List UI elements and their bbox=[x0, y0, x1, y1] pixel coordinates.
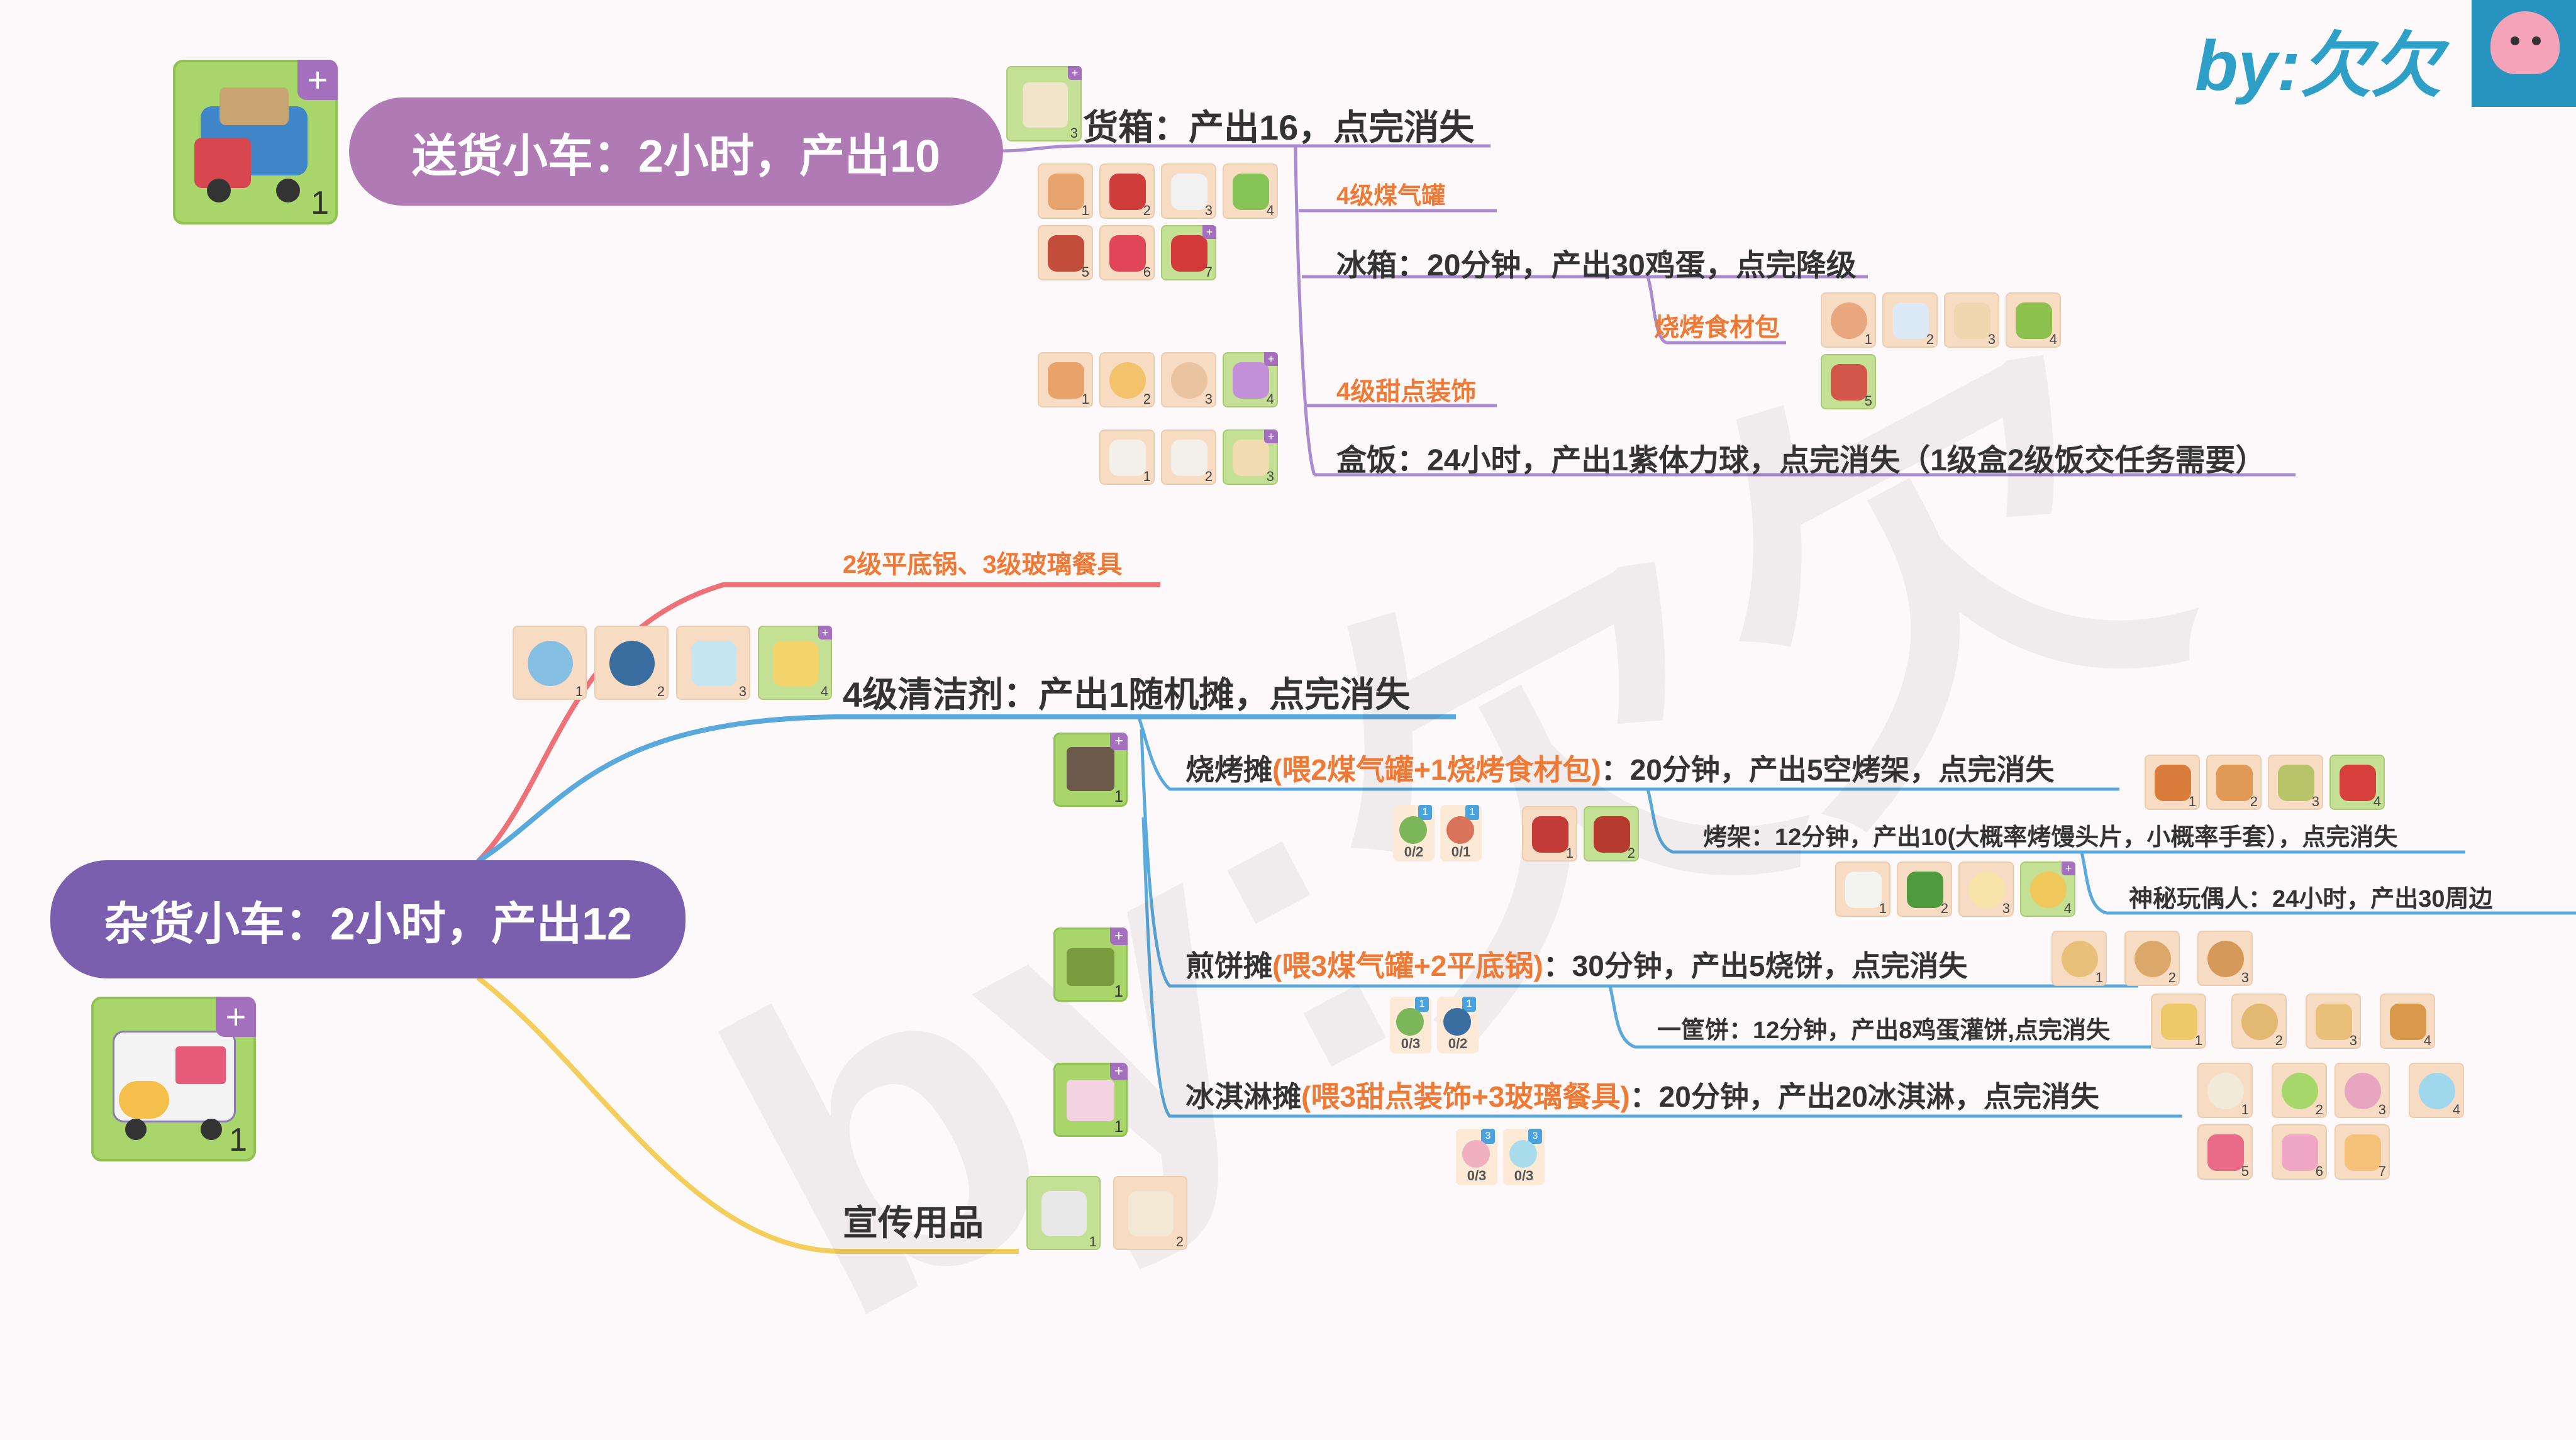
bbq-output-tile: 2 bbox=[2206, 755, 2262, 810]
bbq-pack-tile: 4 bbox=[2006, 292, 2061, 348]
doll-tile: 2 bbox=[1897, 861, 1952, 917]
doll-tile: 3 bbox=[1958, 861, 2014, 917]
basket-tile: 4 bbox=[2380, 994, 2435, 1049]
bbq-pack-tile: 2 bbox=[1882, 292, 1938, 348]
pan-glass-label: 2级平底锅、3级玻璃餐具 bbox=[843, 551, 1123, 579]
icecream-output-tile: 7 bbox=[2334, 1124, 2390, 1180]
pancake-stall-icon: +1 bbox=[1053, 928, 1128, 1002]
basket-tile: 1 bbox=[2151, 994, 2206, 1049]
promo-label: 宣传用品 bbox=[843, 1203, 984, 1243]
gas-tile: 5 bbox=[1038, 225, 1093, 280]
cargo-box-icon: + 3 bbox=[1006, 66, 1082, 141]
gas-tile: 3 bbox=[1161, 163, 1216, 219]
grill-tile: 1 bbox=[1522, 806, 1577, 861]
bbq-output-tile: 4 bbox=[2329, 755, 2385, 810]
bento-tile: 1 bbox=[1099, 429, 1155, 485]
dessert-tile: +4 bbox=[1223, 352, 1278, 407]
megaphone-tile: 1 bbox=[1026, 1176, 1101, 1250]
doll-label: 神秘玩偶人：24小时，产出30周边 bbox=[2129, 886, 2493, 912]
gas-tile: 2 bbox=[1099, 163, 1155, 219]
bbq-stall-feed: (喂2煤气罐+1烧烤食材包) bbox=[1272, 753, 1601, 786]
bento-tile: 2 bbox=[1161, 429, 1216, 485]
poster-tile: 2 bbox=[1113, 1176, 1187, 1250]
cleaner-tile: 1 bbox=[513, 626, 587, 700]
icecream-output-tile: 2 bbox=[2272, 1063, 2327, 1118]
gas-tile: 1 bbox=[1038, 163, 1093, 219]
bento-tile: +3 bbox=[1223, 429, 1278, 485]
pancake-output-tile: 2 bbox=[2124, 931, 2180, 986]
food-truck-icon: + 1 bbox=[91, 997, 256, 1161]
doll-tile: +4 bbox=[2020, 861, 2075, 917]
bento-label: 盒饭：24小时，产出1紫体力球，点完消失（1级盒2级饭交任务需要） bbox=[1336, 444, 2266, 477]
pink-octopus-icon bbox=[2472, 0, 2576, 107]
delivery-truck-icon: + 1 bbox=[173, 60, 338, 224]
cleaner-tile: 3 bbox=[676, 626, 750, 700]
bbq-pack-tile: 5 bbox=[1821, 354, 1876, 409]
grocery-cart-pill: 杂货小车：2小时，产出12 bbox=[50, 860, 686, 978]
icecream-output-tile: 5 bbox=[2197, 1124, 2253, 1180]
basket-tile: 3 bbox=[2306, 994, 2361, 1049]
basket-label: 一筐饼：12分钟，产出8鸡蛋灌饼,点完消失 bbox=[1657, 1017, 2110, 1044]
connector-lines bbox=[476, 144, 2576, 1254]
icecream-output-tile: 6 bbox=[2272, 1124, 2327, 1180]
bbq-stall-name: 烧烤摊 bbox=[1185, 753, 1272, 786]
gas-tile: 4 bbox=[1223, 163, 1278, 219]
pancake-stall-feed: (喂3煤气罐+2平底锅) bbox=[1272, 950, 1543, 982]
icecream-output-tile: 1 bbox=[2197, 1063, 2253, 1118]
dessert-tile: 2 bbox=[1099, 352, 1155, 407]
bbq-stall-rest: ：20分钟，产出5空烤架，点完消失 bbox=[1601, 753, 2055, 786]
fridge-label: 冰箱：20分钟，产出30鸡蛋，点完降级 bbox=[1336, 249, 1857, 282]
cargo-box-label: 货箱：产出16，点完消失 bbox=[1083, 108, 1475, 147]
icecream-stall-rest: ：20分钟，产出20冰淇淋，点完消失 bbox=[1629, 1080, 2100, 1113]
grill-tile: 2 bbox=[1584, 806, 1639, 861]
doll-tile: 1 bbox=[1835, 861, 1890, 917]
pancake-stall-name: 煎饼摊 bbox=[1185, 950, 1272, 982]
cleaner-tile: +4 bbox=[758, 626, 832, 700]
bbq-pack-tile: 1 bbox=[1821, 292, 1876, 348]
icecream-output-tile: 3 bbox=[2334, 1063, 2390, 1118]
bbq-stall-icon: +1 bbox=[1053, 733, 1128, 807]
author-logo: by:欠欠 bbox=[2195, 26, 2441, 105]
bbq-pack-label: 烧烤食材包 bbox=[1654, 314, 1780, 341]
icecream-stall-feed: (喂3甜点装饰+3玻璃餐具) bbox=[1301, 1080, 1630, 1113]
dessert-label: 4级甜点装饰 bbox=[1336, 378, 1477, 406]
icecream-stall-icon: +1 bbox=[1053, 1063, 1128, 1137]
grill-label: 烤架：12分钟，产出10(大概率烤馒头片，小概率手套），点完消失 bbox=[1703, 824, 2398, 851]
icecream-stall-label: 冰淇淋摊(喂3甜点装饰+3玻璃餐具)：20分钟，产出20冰淇淋，点完消失 bbox=[1185, 1074, 2099, 1116]
gas-tile: +7 bbox=[1161, 225, 1216, 280]
bbq-stall-label: 烧烤摊(喂2煤气罐+1烧烤食材包)：20分钟，产出5空烤架，点完消失 bbox=[1185, 747, 2054, 789]
gas-tile: 6 bbox=[1099, 225, 1155, 280]
dessert-tile: 1 bbox=[1038, 352, 1093, 407]
pancake-stall-rest: ：30分钟，产出5烧饼，点完消失 bbox=[1543, 950, 1968, 982]
icecream-output-tile: 4 bbox=[2409, 1063, 2464, 1118]
gas-label: 4级煤气罐 bbox=[1336, 183, 1446, 209]
bbq-output-tile: 3 bbox=[2268, 755, 2323, 810]
dessert-tile: 3 bbox=[1161, 352, 1216, 407]
icecream-stall-name: 冰淇淋摊 bbox=[1185, 1080, 1301, 1113]
bbq-pack-tile: 3 bbox=[1944, 292, 1999, 348]
cleaner-tile: 2 bbox=[594, 626, 669, 700]
basket-tile: 2 bbox=[2231, 994, 2287, 1049]
pancake-stall-label: 煎饼摊(喂3煤气罐+2平底锅)：30分钟，产出5烧饼，点完消失 bbox=[1185, 943, 1967, 985]
pancake-output-tile: 3 bbox=[2197, 931, 2253, 986]
pancake-output-tile: 1 bbox=[2051, 931, 2107, 986]
delivery-cart-pill: 送货小车：2小时，产出10 bbox=[349, 97, 1003, 206]
cleaner-label: 4级清洁剂：产出1随机摊，点完消失 bbox=[843, 675, 1411, 714]
bbq-output-tile: 1 bbox=[2145, 755, 2200, 810]
